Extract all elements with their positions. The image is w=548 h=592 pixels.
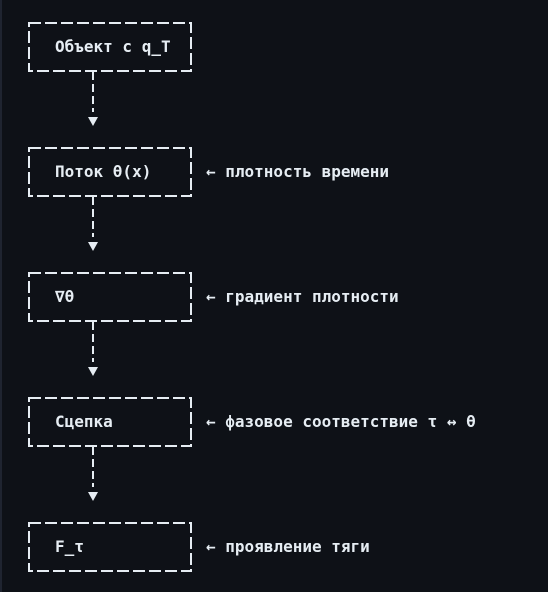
arrow-down-icon bbox=[88, 242, 98, 251]
left-edge-rule bbox=[0, 0, 2, 592]
node-coupling-label: Сцепка bbox=[55, 412, 113, 431]
node-coupling-annotation: ← фазовое соответствие τ ↔ θ bbox=[206, 412, 476, 431]
node-object: Объект с q_T bbox=[28, 22, 192, 72]
connector-arrow-2 bbox=[88, 197, 98, 251]
node-thrust-annotation: ← проявление тяги bbox=[206, 537, 370, 556]
arrow-down-icon bbox=[88, 117, 98, 126]
node-gradient: ∇θ bbox=[28, 272, 192, 322]
connector-arrow-1 bbox=[88, 72, 98, 126]
arrow-down-icon bbox=[88, 492, 98, 501]
node-coupling-border bbox=[28, 397, 192, 447]
connector-arrow-4 bbox=[88, 447, 98, 501]
node-flow: Поток θ(x) bbox=[28, 147, 192, 197]
node-thrust-border bbox=[28, 522, 192, 572]
node-object-label: Объект с q_T bbox=[55, 37, 171, 56]
node-flow-annotation: ← плотность времени bbox=[206, 162, 390, 181]
connector-arrow-3 bbox=[88, 322, 98, 376]
node-gradient-annotation: ← градиент плотности bbox=[206, 287, 399, 306]
node-coupling: Сцепка bbox=[28, 397, 192, 447]
arrow-down-icon bbox=[88, 367, 98, 376]
node-gradient-border bbox=[28, 272, 192, 322]
node-object-border bbox=[28, 22, 192, 72]
node-flow-border bbox=[28, 147, 192, 197]
node-thrust-label: F_τ bbox=[55, 537, 84, 556]
node-gradient-label: ∇θ bbox=[55, 287, 75, 306]
node-thrust: F_τ bbox=[28, 522, 192, 572]
node-flow-label: Поток θ(x) bbox=[55, 162, 152, 181]
